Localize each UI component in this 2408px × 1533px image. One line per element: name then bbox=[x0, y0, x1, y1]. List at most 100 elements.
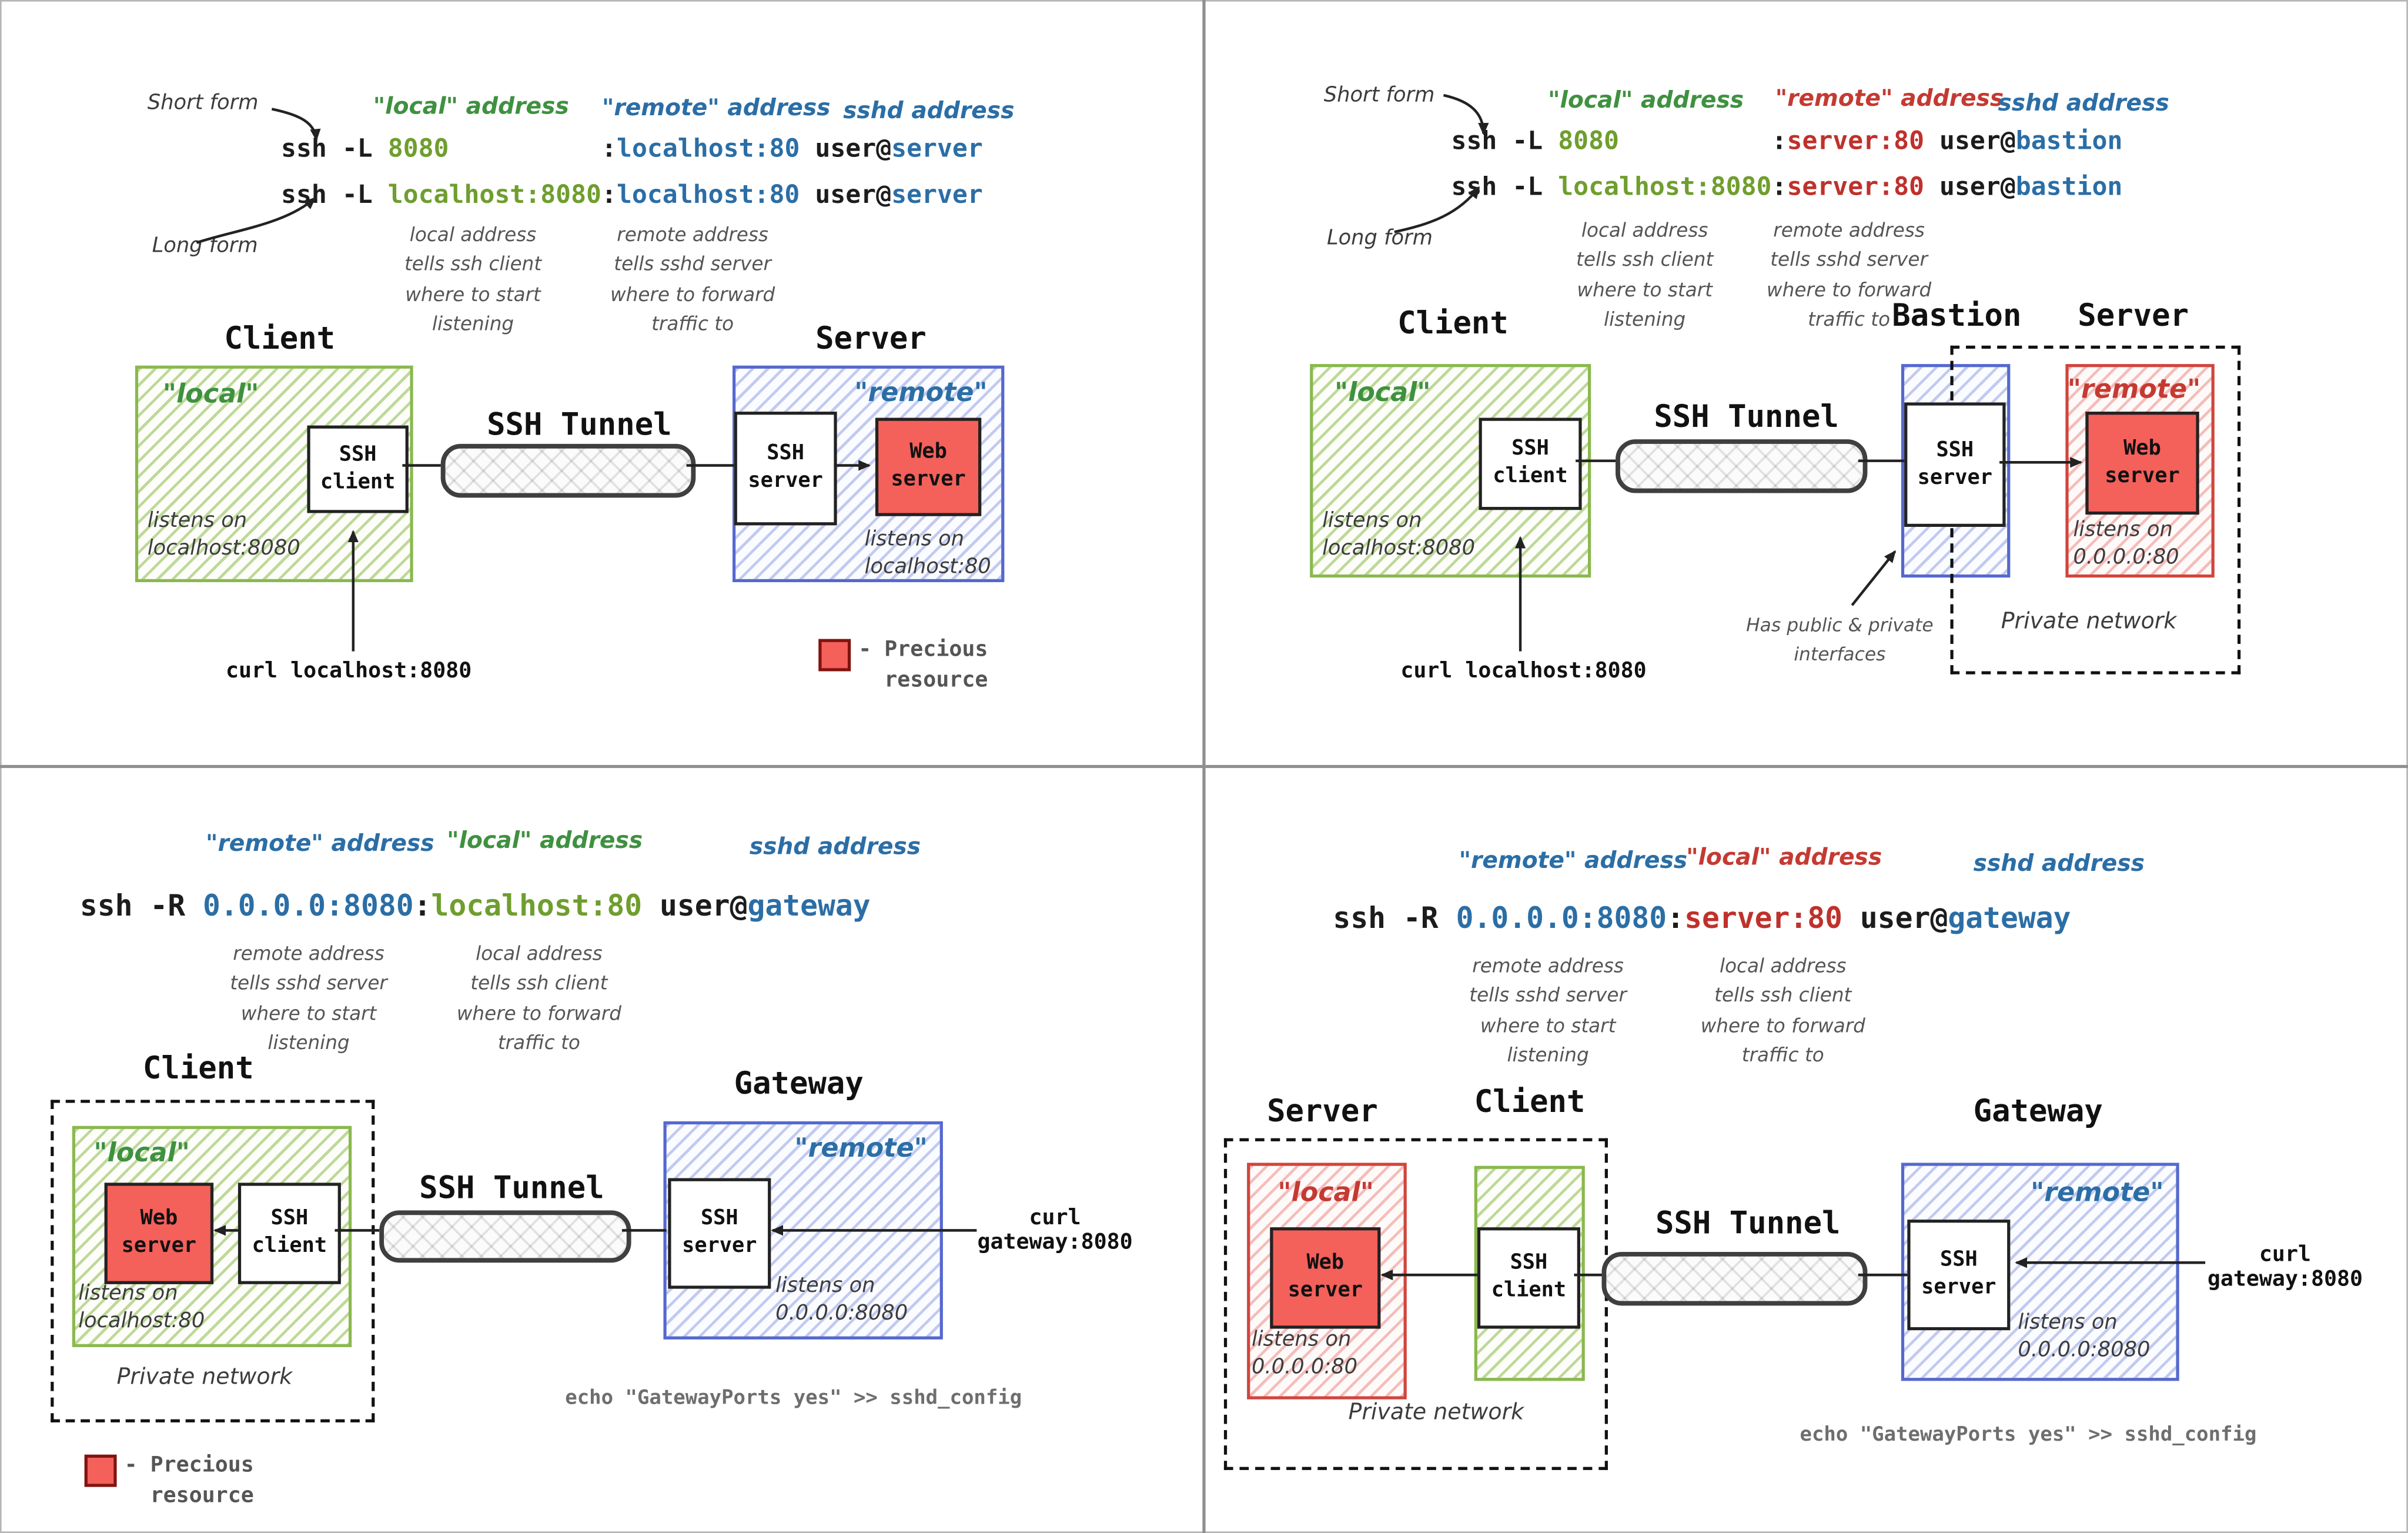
legend-label: - Precious resource bbox=[124, 1453, 254, 1509]
cmd-user: user@ bbox=[800, 133, 892, 163]
short-form-label: Short form bbox=[1323, 83, 1435, 108]
gateway-listens-label: listens on 0.0.0.0:8080 bbox=[775, 1273, 908, 1326]
private-network-label: Private network bbox=[116, 1365, 293, 1391]
server-listens-label: listens on localhost:80 bbox=[864, 526, 991, 580]
cmd-sshd-part: bastion bbox=[2015, 126, 2123, 155]
cmd-sshd-part: server bbox=[891, 133, 983, 163]
command-long-form: ssh -L localhost:8080:server:80 user@bas… bbox=[1452, 172, 2123, 202]
cmd-text: ssh -R bbox=[79, 889, 203, 923]
note-remote-address: remote address tells sshd server where t… bbox=[1766, 218, 1932, 330]
header-sshd-address: sshd address bbox=[1973, 849, 2145, 877]
has-public-private-note: Has public & private interfaces bbox=[1746, 614, 1934, 665]
header-remote-address: "remote" address bbox=[1775, 84, 2004, 112]
header-local-address: "local" address bbox=[1686, 843, 1882, 871]
cmd-sshd-part: gateway bbox=[747, 889, 871, 923]
horizontal-divider bbox=[0, 764, 2408, 769]
cmd-text: ssh -L bbox=[281, 179, 388, 209]
ssh-client-node: SSH client bbox=[307, 425, 409, 513]
local-zone-label: "local" bbox=[162, 379, 259, 410]
server-listens-label: listens on 0.0.0.0:80 bbox=[2073, 517, 2179, 570]
ssh-tunnel bbox=[1616, 439, 1868, 493]
cmd-sep: : bbox=[1619, 126, 1787, 155]
remote-zone-label: "remote" bbox=[2031, 1178, 2164, 1209]
cmd-sep: : bbox=[413, 889, 432, 923]
cmd-text: ssh -L bbox=[1451, 126, 1558, 155]
ssh-tunnel-label: SSH Tunnel bbox=[1655, 1204, 1841, 1241]
cmd-sep: : bbox=[1771, 172, 1787, 202]
ssh-client-node: SSH client bbox=[1479, 418, 1582, 510]
cmd-remote-part: 0.0.0.0:8080 bbox=[203, 889, 414, 923]
curl-command: curl gateway:8080 bbox=[977, 1205, 1133, 1255]
ssh-tunnel-label: SSH Tunnel bbox=[487, 405, 672, 443]
ssh-client-node: SSH client bbox=[1477, 1227, 1580, 1329]
long-form-label: Long form bbox=[152, 233, 258, 258]
private-network-label: Private network bbox=[2001, 610, 2177, 634]
long-form-label: Long form bbox=[1326, 225, 1433, 251]
header-sshd-address: sshd address bbox=[749, 832, 921, 860]
curl-command: curl localhost:8080 bbox=[1400, 659, 1647, 684]
local-zone-label: "local" bbox=[93, 1138, 190, 1169]
note-local-address: local address tells ssh client where to … bbox=[456, 941, 622, 1054]
cmd-remote-part: localhost:80 bbox=[616, 179, 800, 209]
gatewayports-config-command: echo "GatewayPorts yes" >> sshd_config bbox=[565, 1387, 1022, 1410]
precious-resource-swatch bbox=[84, 1454, 117, 1487]
cmd-local-part: localhost:8080 bbox=[1558, 172, 1772, 202]
legend-label: - Precious resource bbox=[858, 637, 988, 693]
gateway-listens-label: listens on 0.0.0.0:8080 bbox=[2018, 1310, 2151, 1363]
server-title: Server bbox=[2078, 296, 2189, 333]
cmd-remote-part: localhost:80 bbox=[617, 133, 800, 163]
remote-zone-label: "remote" bbox=[794, 1133, 928, 1165]
note-remote-address: remote address tells sshd server where t… bbox=[230, 941, 387, 1054]
header-remote-address: "remote" address bbox=[601, 93, 831, 122]
cmd-user: user@ bbox=[1924, 126, 2016, 155]
remote-zone-label: "remote" bbox=[854, 378, 988, 409]
cmd-text: ssh -L bbox=[281, 133, 388, 163]
client-title: Client bbox=[224, 319, 336, 357]
header-local-address: "local" address bbox=[373, 92, 569, 120]
quadrant-local-forward-bastion: Short form Long form "local" address "re… bbox=[1204, 0, 2408, 766]
header-sshd-address: sshd address bbox=[843, 96, 1015, 125]
cmd-user: user@ bbox=[800, 179, 892, 209]
client-title: Client bbox=[1474, 1083, 1586, 1120]
command-long-form: ssh -L localhost:8080:localhost:80 user@… bbox=[281, 180, 983, 209]
web-server-node: Web server bbox=[1270, 1227, 1381, 1329]
cmd-sep: : bbox=[1667, 901, 1685, 936]
note-local-address: local address tells ssh client where to … bbox=[1700, 954, 1865, 1067]
cmd-sep: : bbox=[601, 179, 617, 209]
cmd-local-part: localhost:8080 bbox=[387, 179, 602, 209]
header-local-address: "local" address bbox=[1548, 86, 1744, 114]
ssh-server-node: SSH server bbox=[1907, 1220, 2011, 1331]
note-local-address: local address tells ssh client where to … bbox=[404, 222, 542, 335]
client-title: Client bbox=[142, 1049, 254, 1086]
server-title: Server bbox=[1267, 1092, 1378, 1129]
private-network-label: Private network bbox=[1348, 1401, 1524, 1426]
cmd-sshd-part: bastion bbox=[2015, 172, 2123, 202]
local-zone-label: "local" bbox=[1335, 378, 1431, 409]
bastion-title: Bastion bbox=[1892, 296, 2022, 333]
web-listens-label: listens on 0.0.0.0:80 bbox=[1251, 1327, 1358, 1380]
ssh-tunnel-label: SSH Tunnel bbox=[1654, 398, 1839, 435]
cmd-text: ssh -L bbox=[1451, 172, 1558, 202]
header-remote-address: "remote" address bbox=[206, 829, 434, 857]
cmd-user: user@ bbox=[642, 889, 748, 923]
ssh-server-node: SSH server bbox=[1904, 402, 2006, 527]
curl-command: curl localhost:8080 bbox=[225, 659, 472, 684]
curl-command: curl gateway:8080 bbox=[2207, 1243, 2363, 1292]
cmd-text: ssh -R bbox=[1333, 901, 1456, 936]
note-remote-address: remote address tells sshd server where t… bbox=[610, 222, 775, 335]
quadrant-remote-forward: "remote" address "local" address sshd ad… bbox=[0, 766, 1204, 1532]
cmd-sshd-part: gateway bbox=[1948, 901, 2071, 936]
ssh-tunnel bbox=[440, 443, 696, 498]
ssh-server-node: SSH server bbox=[668, 1178, 771, 1289]
cmd-remote-part: 0.0.0.0:8080 bbox=[1456, 901, 1667, 936]
cmd-remote-part: server:80 bbox=[1787, 126, 1925, 155]
cmd-sshd-part: server bbox=[891, 179, 983, 209]
private-network-boundary bbox=[1223, 1138, 1608, 1470]
cmd-sep: : bbox=[449, 133, 617, 163]
cmd-local-part: localhost:80 bbox=[431, 889, 643, 923]
web-server-node: Web server bbox=[2085, 412, 2199, 515]
cmd-user: user@ bbox=[1842, 901, 1948, 936]
ssh-client-node: SSH client bbox=[238, 1183, 341, 1284]
web-listens-label: listens on localhost:80 bbox=[78, 1281, 205, 1334]
